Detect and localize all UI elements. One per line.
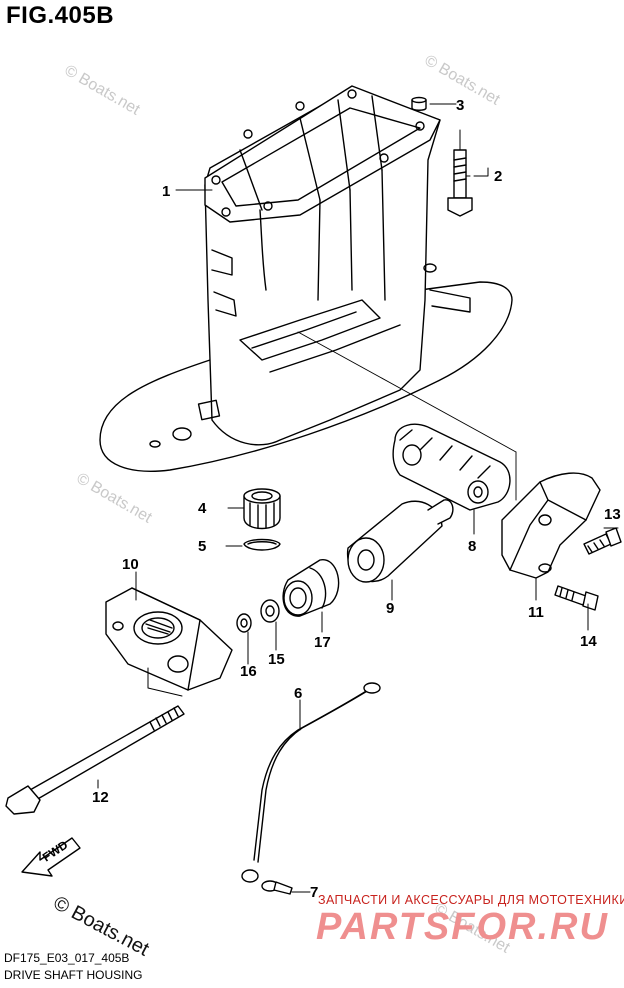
mount-bracket-part	[501, 472, 601, 579]
cylinder-mount-part	[347, 499, 454, 583]
dealer-logo: PARTSFOR.RU	[316, 906, 609, 948]
bolt-14-part	[554, 585, 599, 611]
callout-5: 5	[198, 538, 206, 555]
callout-3: 3	[456, 97, 464, 114]
callout-12: 12	[92, 789, 109, 806]
callout-7: 7	[310, 884, 318, 901]
dealer-tagline: ЗАПЧАСТИ И АКСЕССУАРЫ ДЛЯ МОТОТЕХНИКИ	[318, 893, 624, 907]
callout-17: 17	[314, 634, 331, 651]
callout-1: 1	[162, 183, 170, 200]
nut-part	[243, 488, 281, 530]
figure-title: FIG.405B	[6, 2, 115, 29]
bushing-part	[282, 559, 340, 617]
dowel-pin-part	[411, 96, 427, 111]
callout-10: 10	[122, 556, 139, 573]
callout-6: 6	[294, 685, 302, 702]
callout-16: 16	[240, 663, 257, 680]
callout-14: 14	[580, 633, 597, 650]
rubber-mount-part	[392, 423, 511, 511]
washer-small-part	[236, 613, 252, 633]
callout-15: 15	[268, 651, 285, 668]
clamp-block-part	[105, 587, 233, 691]
bolt-part	[447, 149, 473, 217]
callout-11: 11	[528, 604, 544, 621]
bolt-13-part	[583, 527, 622, 555]
ground-cable-part	[241, 682, 381, 883]
washer-part	[260, 599, 280, 623]
screw-part	[261, 880, 293, 895]
callout-9: 9	[386, 600, 394, 617]
figure-code: DF175_E03_017_405B	[4, 951, 130, 965]
leader-lines	[97, 103, 619, 893]
callout-4: 4	[198, 500, 207, 517]
drive-shaft-housing-part	[99, 85, 513, 472]
long-stud-part	[5, 705, 185, 815]
callout-13: 13	[604, 506, 621, 523]
callout-8: 8	[468, 538, 476, 555]
figure-name: DRIVE SHAFT HOUSING	[4, 968, 143, 982]
alignment-lines	[297, 331, 517, 501]
forward-direction-arrow	[21, 837, 81, 877]
retainer-ring-part	[243, 538, 281, 551]
callout-2: 2	[494, 168, 502, 185]
